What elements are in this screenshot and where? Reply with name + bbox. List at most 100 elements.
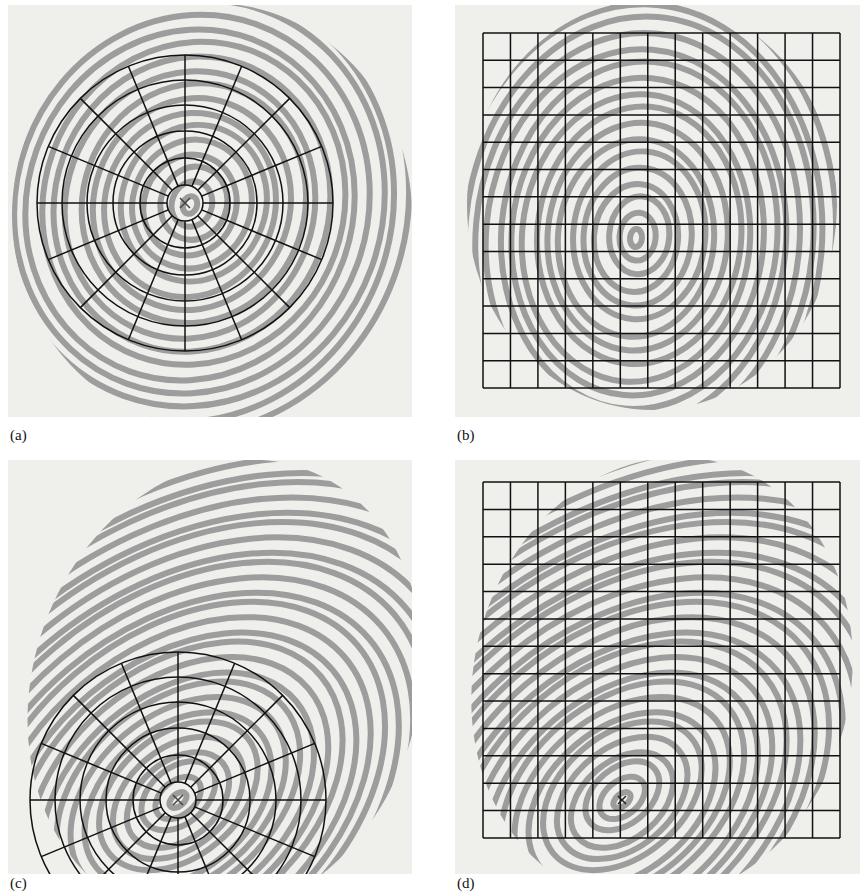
ridge-line	[8, 5, 412, 417]
sector-spoke	[80, 98, 172, 190]
sector-ring	[167, 185, 203, 221]
ridge-line	[455, 460, 860, 874]
ridge-line	[455, 5, 842, 417]
sector-ring	[30, 652, 326, 874]
grid-tessellation	[483, 482, 840, 838]
ridge-line	[455, 508, 860, 874]
grid-line	[702, 482, 704, 838]
sector-spoke	[121, 663, 171, 783]
ridge-line	[455, 5, 860, 417]
ridge-line	[8, 460, 412, 874]
grid-line	[482, 482, 484, 838]
grid-line	[510, 33, 512, 388]
grid-line	[483, 782, 840, 784]
sector-spoke	[73, 695, 165, 787]
sector-spoke	[203, 202, 333, 204]
sector-spoke	[202, 146, 322, 196]
grid-line	[483, 700, 840, 702]
sector-ring	[160, 782, 196, 818]
grid-line	[537, 482, 539, 838]
sector-spoke	[198, 216, 290, 308]
grid-line	[729, 482, 731, 838]
core-mark	[173, 795, 183, 805]
grid-line	[812, 33, 814, 388]
sector-spoke	[184, 221, 186, 351]
grid-line	[483, 169, 840, 171]
ridge-line	[8, 460, 412, 874]
panel-label: (a)	[10, 427, 27, 444]
grid-line	[483, 591, 840, 593]
ridge-line	[455, 460, 860, 874]
grid-line	[483, 360, 840, 362]
grid-line	[483, 536, 840, 538]
ridge-group	[455, 5, 860, 417]
grid-line	[565, 33, 567, 388]
sector-spoke	[30, 799, 160, 801]
grid-line	[592, 33, 594, 388]
ridge-group	[455, 460, 860, 874]
grid-line	[483, 32, 840, 34]
sector-spoke	[177, 818, 179, 874]
ridge-line	[8, 5, 412, 417]
sector-tessellation	[37, 55, 333, 351]
ridge-group	[455, 5, 860, 417]
panel-label: (c)	[10, 875, 27, 892]
sector-spoke	[128, 220, 178, 340]
grid-line	[537, 33, 539, 388]
grid-line	[483, 646, 840, 648]
grid-line	[784, 482, 786, 838]
ridge-line	[8, 460, 412, 874]
grid-line	[757, 33, 759, 388]
grid-line	[674, 482, 676, 838]
grid-line	[757, 482, 759, 838]
grid-line	[620, 482, 622, 838]
ridge-line	[455, 5, 860, 417]
grid-line	[839, 33, 841, 388]
sector-spoke	[198, 98, 290, 190]
ridge-line	[8, 460, 412, 874]
ridge-line	[455, 460, 860, 874]
grid-line	[483, 618, 840, 620]
sector-spoke	[128, 66, 178, 186]
grid-line	[812, 482, 814, 838]
ridge-line	[610, 789, 633, 811]
ridge-line	[8, 460, 412, 874]
sector-spoke	[192, 220, 242, 340]
grid-line	[483, 305, 840, 307]
grid-line	[483, 223, 840, 225]
ridge-line	[8, 5, 412, 417]
grid-line	[482, 33, 484, 388]
ridge-line	[455, 5, 860, 417]
sector-tessellation	[30, 652, 326, 874]
core-mark	[618, 796, 626, 804]
grid-line	[483, 87, 840, 89]
ridge-line	[8, 508, 412, 874]
sector-spoke	[192, 66, 242, 186]
ridge-line	[8, 460, 412, 874]
ridge-line	[166, 789, 189, 811]
grid-line	[483, 673, 840, 675]
ridge-line	[455, 460, 860, 874]
ridge-line	[455, 5, 860, 417]
grid-line	[483, 509, 840, 511]
ridge-line	[455, 460, 860, 874]
grid-line	[839, 482, 841, 838]
ridge-line	[165, 176, 218, 233]
ridge-line	[455, 460, 860, 874]
sector-spoke	[195, 743, 315, 793]
ridge-line	[553, 733, 692, 867]
grid-line	[483, 60, 840, 62]
ridge-line	[455, 460, 860, 874]
ridge-line	[8, 460, 412, 874]
grid-line	[483, 141, 840, 143]
tessellation-overlay	[30, 33, 840, 894]
ridge-line	[578, 163, 698, 310]
ridge-line	[8, 5, 412, 417]
ridge-line	[455, 460, 860, 874]
grid-line	[729, 33, 731, 388]
grid-line	[483, 755, 840, 757]
grid-line	[483, 251, 840, 253]
ridge-line	[8, 5, 412, 417]
